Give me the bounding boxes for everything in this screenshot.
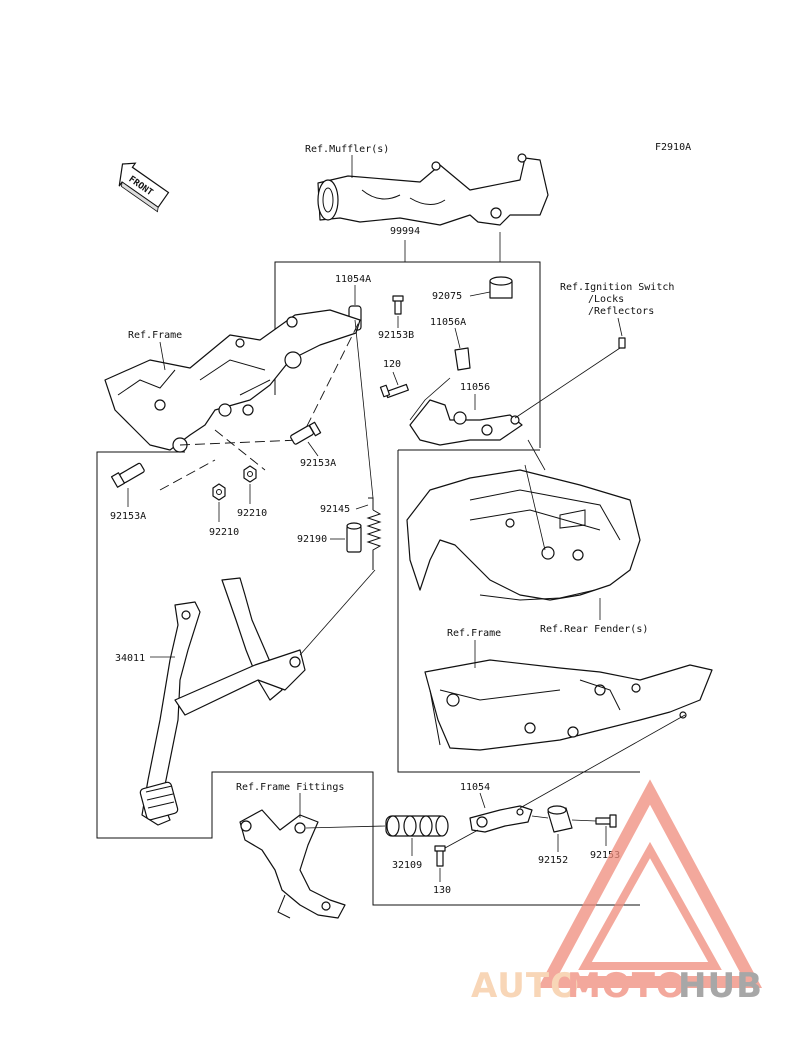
watermark-text-hub: HUB xyxy=(678,966,763,1006)
part-34011-label: 34011 xyxy=(115,653,145,664)
part-130-label: 130 xyxy=(433,885,451,896)
part-92153A-right-bolt xyxy=(290,421,322,445)
ref-muffler-label: Ref.Muffler(s) xyxy=(305,144,389,155)
ignition-screw-icon xyxy=(618,337,626,349)
ref-frame-upper-label: Ref.Frame xyxy=(128,330,182,341)
ref-ignition-line1: Ref.Ignition Switch xyxy=(560,282,674,293)
part-92145-spring xyxy=(354,319,382,570)
part-11054-label: 11054 xyxy=(460,782,490,793)
part-32109-rubber xyxy=(385,815,449,837)
part-120-bolt xyxy=(379,383,409,399)
part-32109-label: 32109 xyxy=(392,860,422,871)
part-11056-label: 11056 xyxy=(460,382,490,393)
part-92153A-left-label: 92153A xyxy=(110,511,146,522)
part-92190-collar xyxy=(346,522,362,553)
ref-ignition-line2: /Locks xyxy=(588,294,624,305)
part-92145-label: 92145 xyxy=(320,504,350,515)
part-92075-damper xyxy=(489,276,513,299)
part-92210-label-a: 92210 xyxy=(209,527,239,538)
part-92210-nut-a xyxy=(212,483,226,501)
part-11054-bracket xyxy=(469,805,533,833)
watermark-text-auto: AUTO xyxy=(471,966,580,1006)
ref-frame-fittings-label: Ref.Frame Fittings xyxy=(236,782,344,793)
diagram-code: F2910A xyxy=(655,142,691,153)
frame-lower-ref-drawing xyxy=(424,659,713,751)
part-11056A-label: 11056A xyxy=(430,317,466,328)
part-99994-label: 99994 xyxy=(390,226,420,237)
part-120-label: 120 xyxy=(383,359,401,370)
front-arrow-icon: FRONT xyxy=(118,162,170,213)
group-bracket-99994 xyxy=(274,261,541,448)
part-92210-nut-b xyxy=(243,465,257,483)
part-92153B-bolt xyxy=(392,295,404,315)
part-92153-bolt xyxy=(595,814,617,828)
part-11054A-label: 11054A xyxy=(335,274,371,285)
group-bracket-stand xyxy=(96,451,640,906)
muffler-ref-drawing xyxy=(317,153,549,226)
part-92153A-left-bolt xyxy=(110,462,145,488)
watermark-text-moto: MOTO xyxy=(567,966,686,1006)
ref-rear-fender-label: Ref.Rear Fender(s) xyxy=(540,624,648,635)
part-92190-label: 92190 xyxy=(297,534,327,545)
frame-fittings-ref-drawing xyxy=(239,809,346,919)
part-92210-label-b: 92210 xyxy=(237,508,267,519)
part-34011-stand xyxy=(139,577,306,826)
part-130-bolt xyxy=(434,845,446,867)
part-92152-label: 92152 xyxy=(538,855,568,866)
part-11056-bracket xyxy=(409,399,523,446)
watermark-logo: AUTO MOTO HUB xyxy=(471,779,763,1006)
part-92075-label: 92075 xyxy=(432,291,462,302)
part-92152-collar xyxy=(547,805,573,833)
part-92153B-label: 92153B xyxy=(378,330,414,341)
ref-ignition-line3: /Reflectors xyxy=(588,306,654,317)
part-11056A-bracket xyxy=(454,347,471,371)
part-92153-label: 92153 xyxy=(590,850,620,861)
ref-frame-lower-label: Ref.Frame xyxy=(447,628,501,639)
part-92153A-right-label: 92153A xyxy=(300,458,336,469)
rear-fender-ref-drawing xyxy=(406,469,641,601)
